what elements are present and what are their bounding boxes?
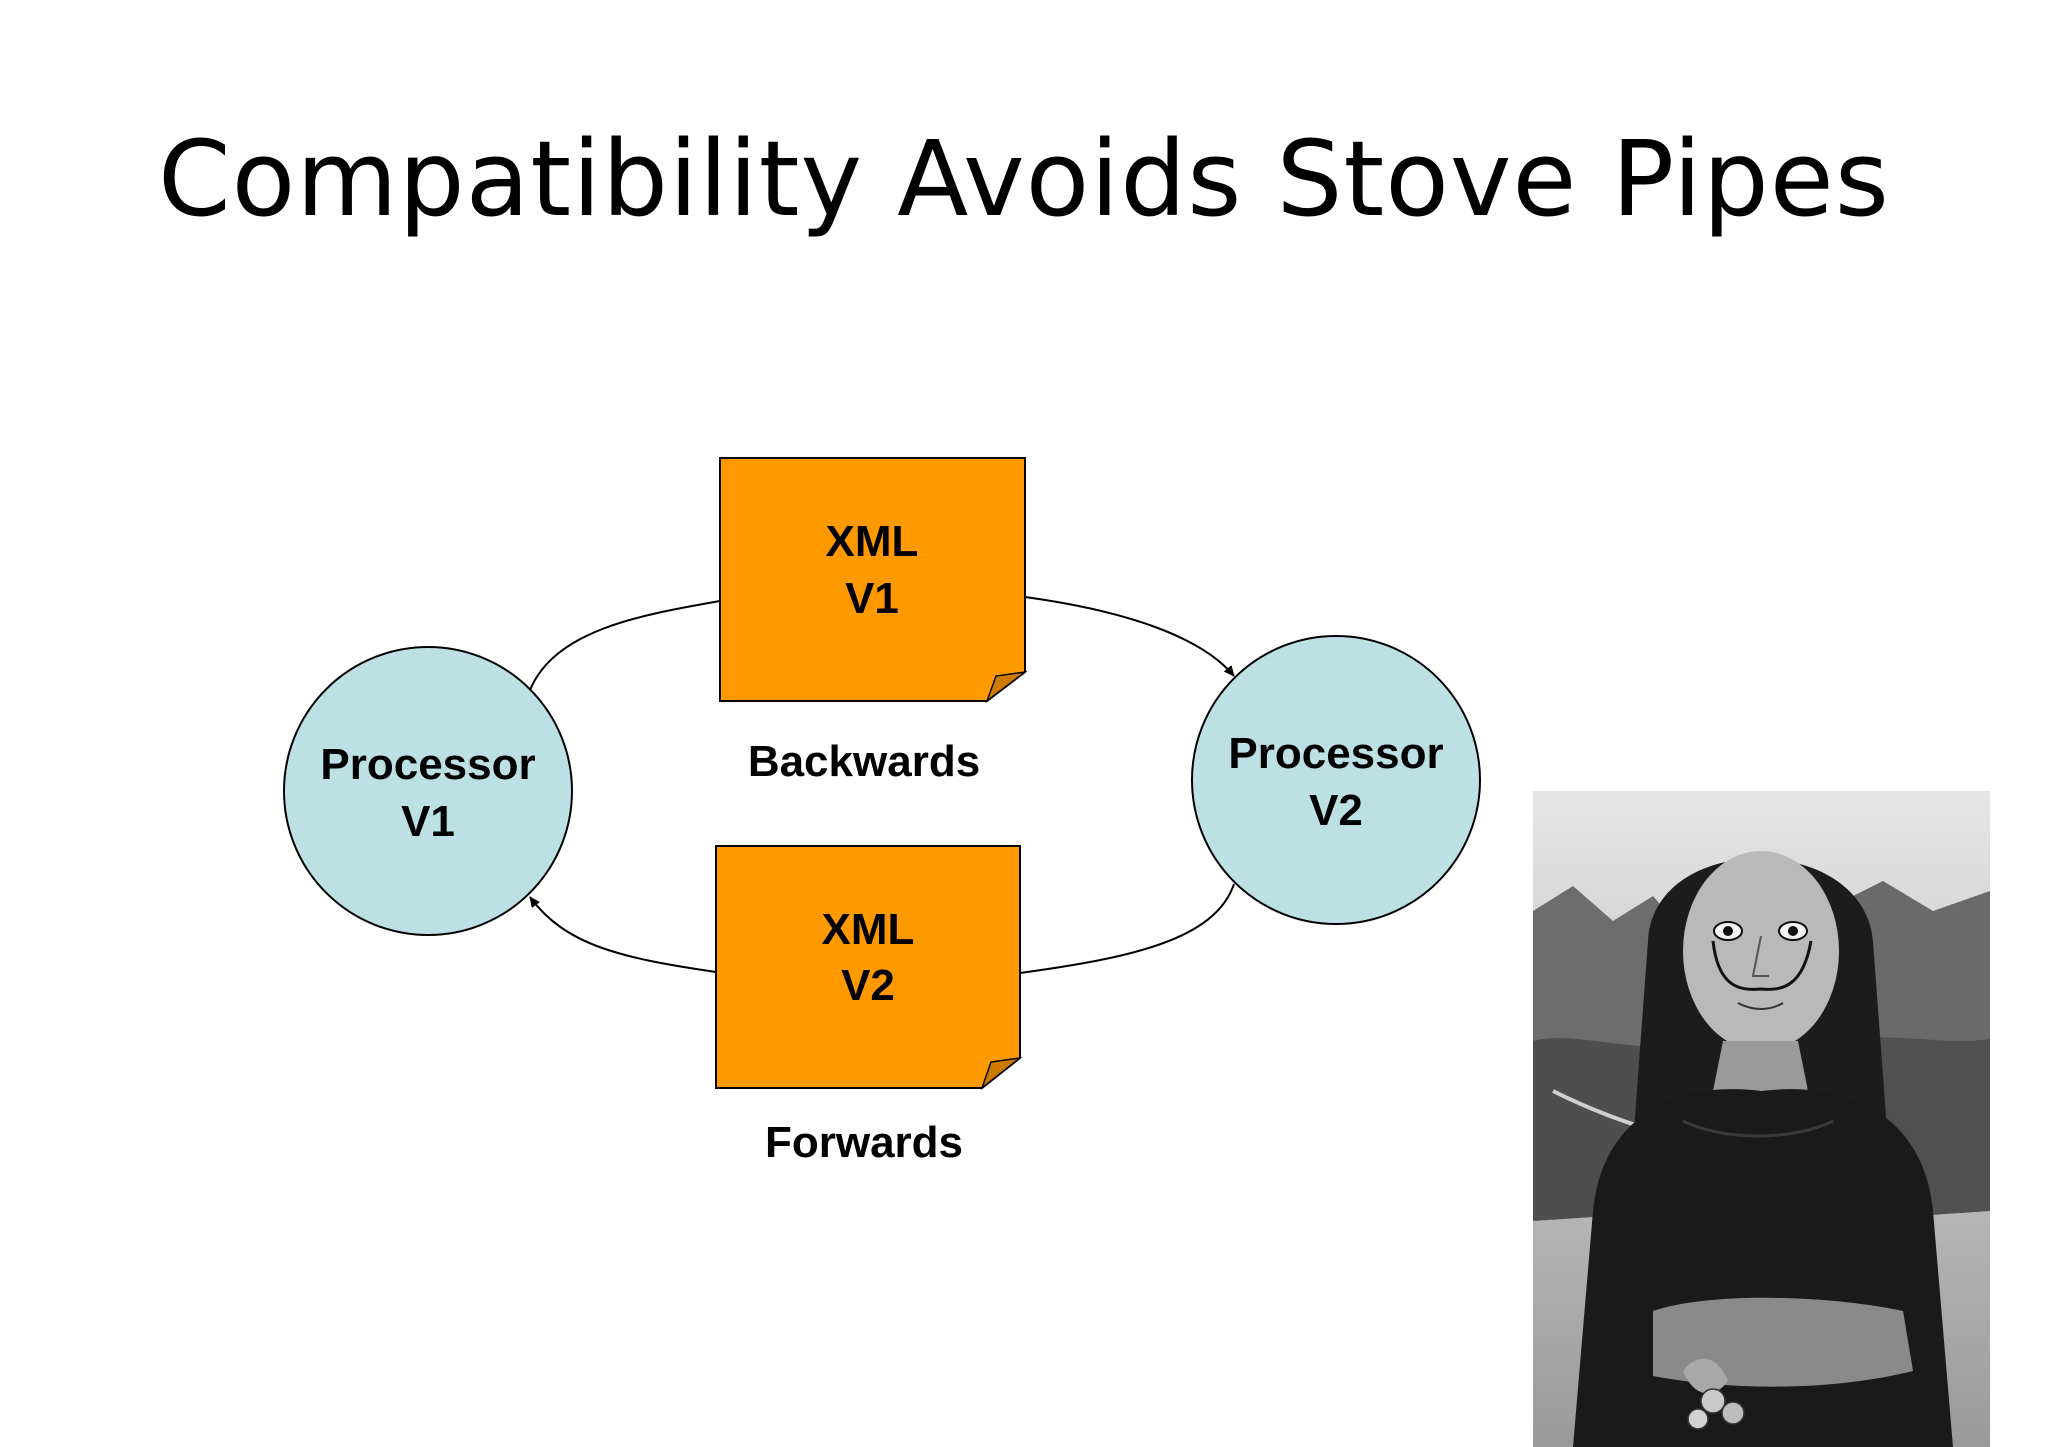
processor-v1-node: Processor V1 [283, 646, 573, 936]
processor-v2-label-line1: Processor [1228, 729, 1443, 778]
connector-v2-to-xml-v2 [1019, 883, 1235, 974]
slide-title: Compatibility Avoids Stove Pipes [158, 118, 1890, 240]
processor-v2-node: Processor V2 [1191, 635, 1481, 925]
xml-v1-label-line2: V1 [845, 574, 899, 623]
backwards-label: Backwards [748, 737, 980, 786]
forwards-label: Forwards [765, 1118, 963, 1167]
portrait-painting-icon [1533, 791, 1990, 1447]
xml-v1-label-line1: XML [826, 517, 919, 566]
processor-v1-label-line1: Processor [320, 740, 535, 789]
arrow-xml-v1-to-v2 [1024, 596, 1235, 677]
xml-v2-label-line2: V2 [841, 961, 895, 1010]
connector-v1-to-xml-v1 [529, 600, 721, 691]
xml-v2-document: XML V2 [715, 845, 1023, 1091]
xml-v2-label-line1: XML [822, 905, 915, 954]
arrow-xml-v2-to-v1 [529, 896, 717, 973]
processor-v1-label-line2: V1 [401, 797, 455, 846]
processor-v2-label-line2: V2 [1309, 786, 1363, 835]
xml-v1-document: XML V1 [719, 457, 1028, 704]
